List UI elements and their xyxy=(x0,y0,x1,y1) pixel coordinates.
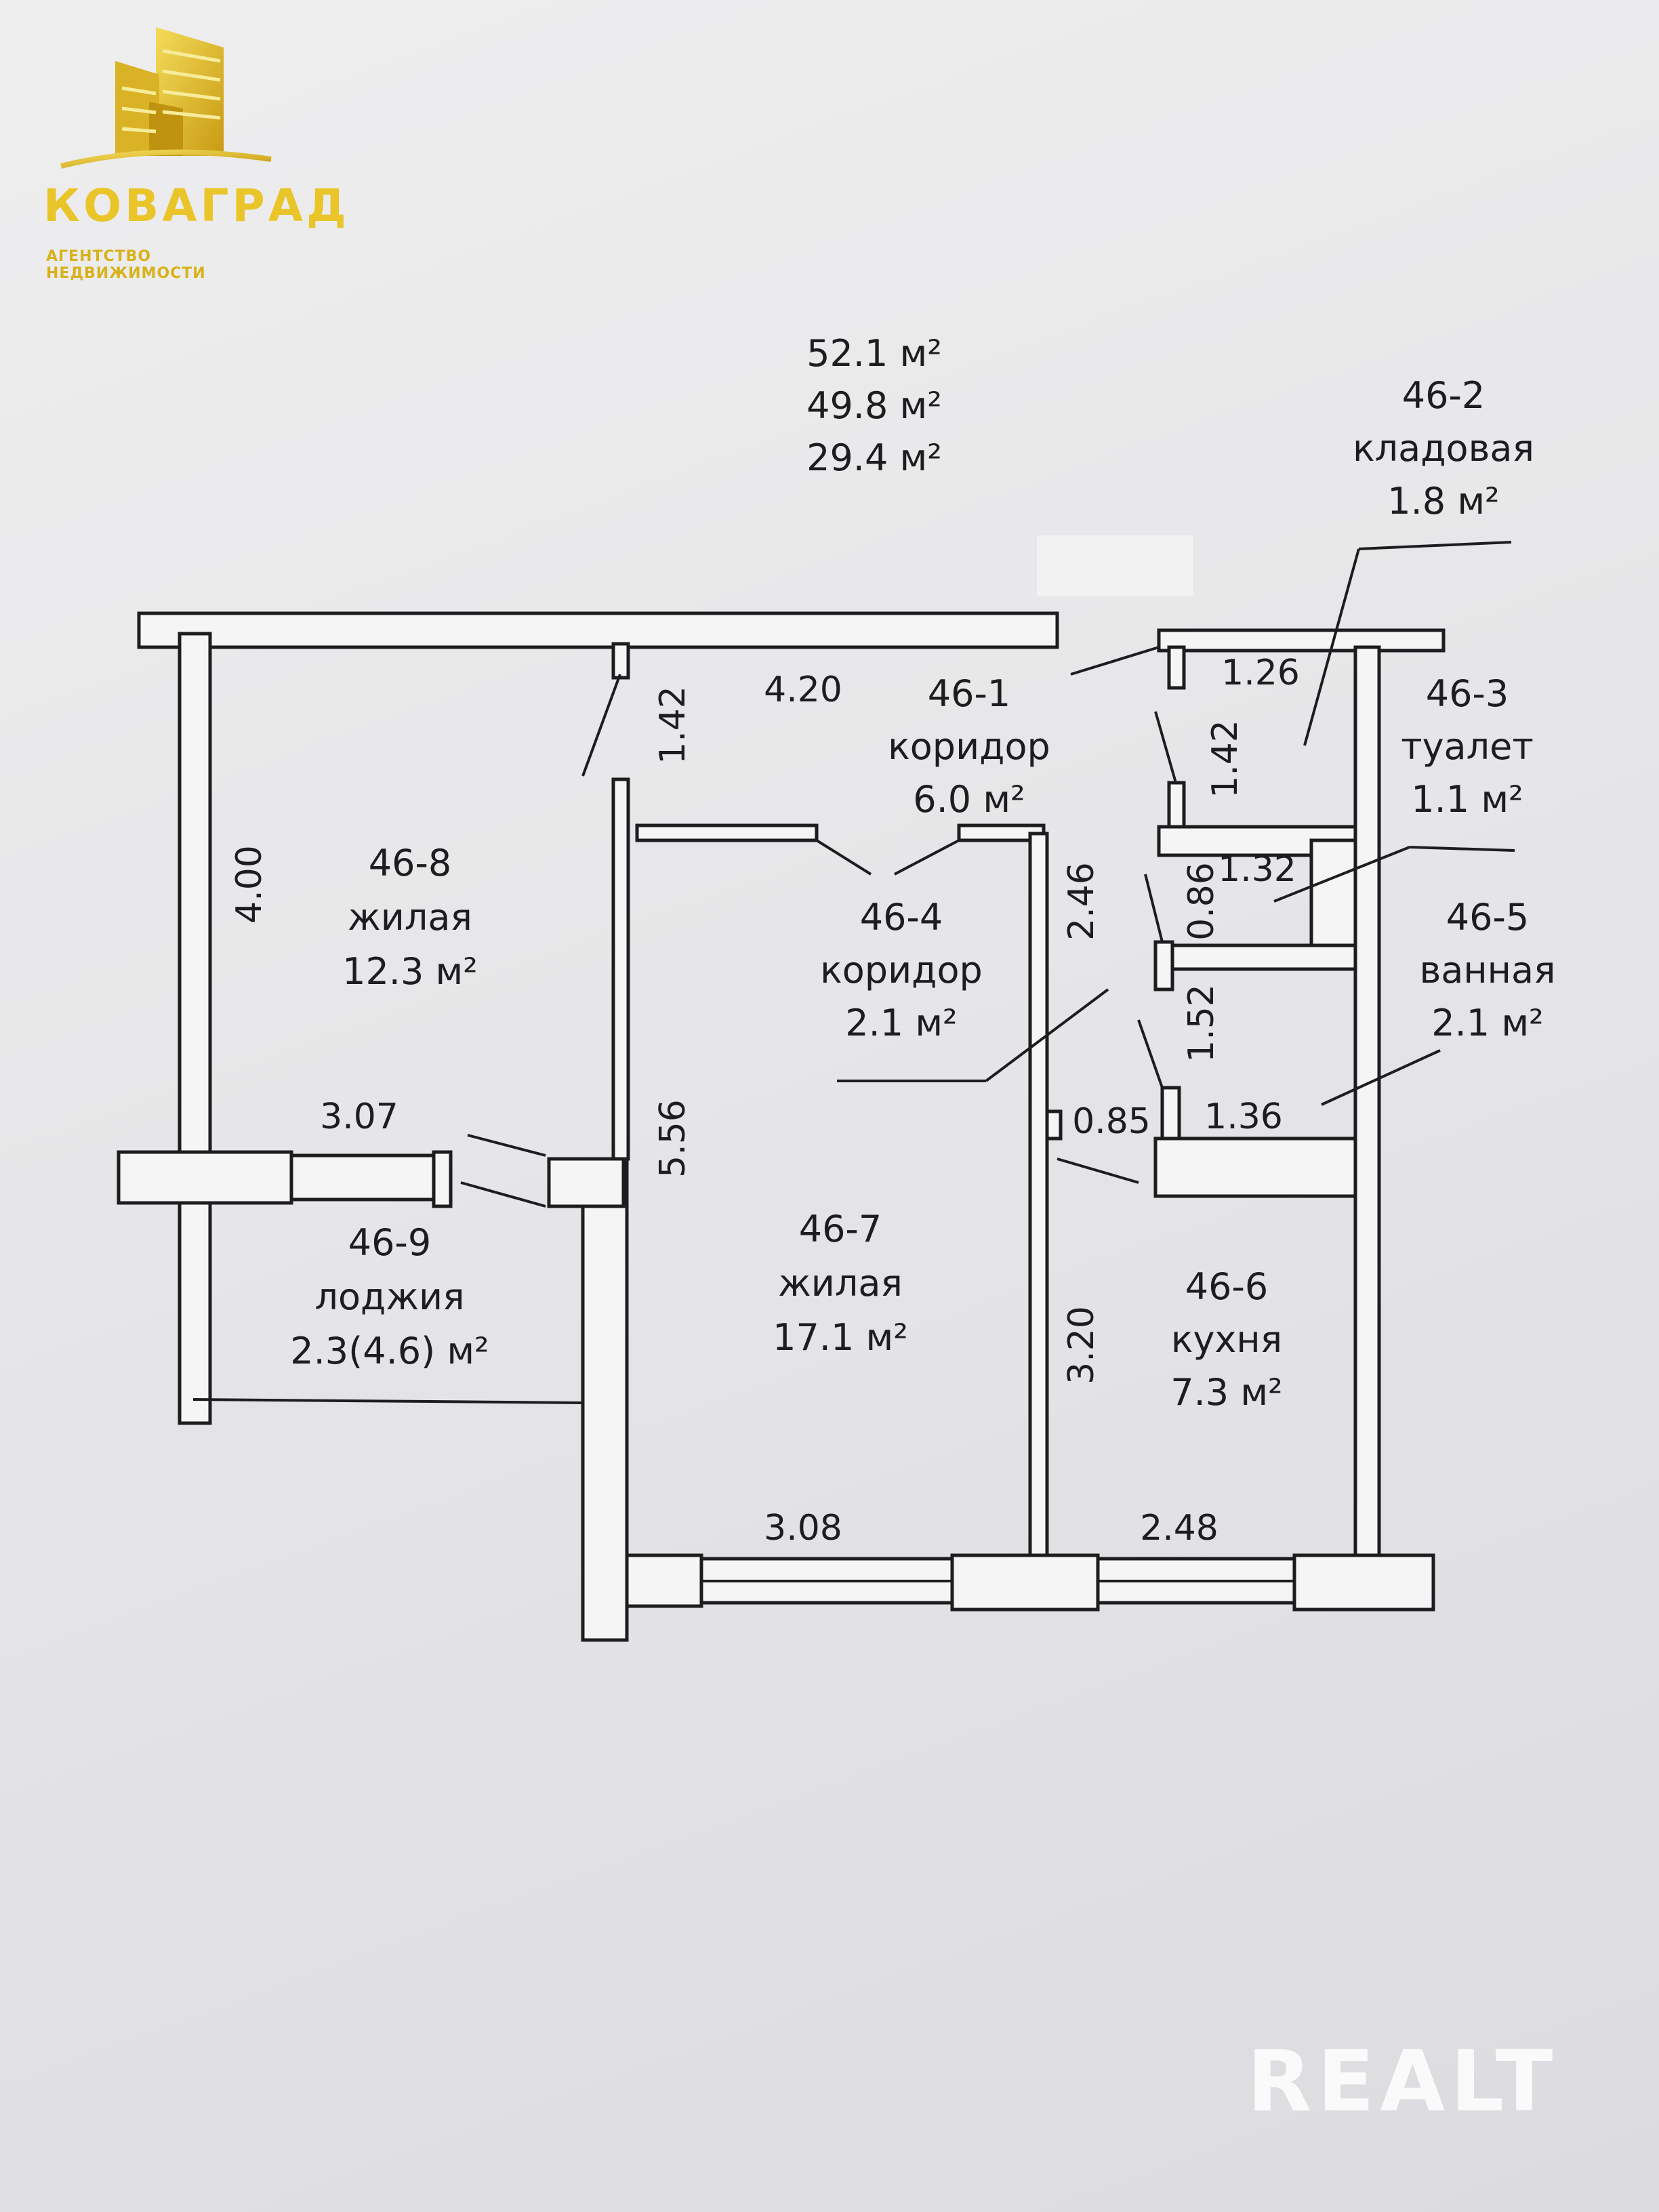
building-icon xyxy=(60,27,272,169)
loggia-cap xyxy=(547,1157,626,1208)
redacted-area xyxy=(1037,535,1193,596)
leader-line xyxy=(1321,1049,1441,1106)
dimension-label: 0.85 xyxy=(1072,1101,1151,1142)
dimension-label: 1.52 xyxy=(1181,984,1222,1063)
dimension-label: 2.46 xyxy=(1061,862,1102,941)
loggia-window xyxy=(289,1153,436,1202)
logo-name: КОВАГРАД xyxy=(43,180,350,232)
wall-notch xyxy=(1045,1109,1063,1141)
dimension-label: 2.48 xyxy=(1140,1508,1218,1549)
room-name: кухня xyxy=(1171,1318,1282,1361)
room-name: жилая xyxy=(348,896,472,939)
bath-top-wall xyxy=(1157,943,1357,971)
storage-wall xyxy=(1167,645,1186,690)
top-wall-right xyxy=(1157,628,1446,653)
dimension-label: 0.86 xyxy=(1181,862,1222,941)
room-area: 2.3(4.6) м² xyxy=(290,1330,489,1372)
logo-subtitle: АГЕНТСТВО НЕДВИЖИМОСТИ xyxy=(46,248,206,282)
door-swing xyxy=(815,839,872,876)
room-area: 6.0 м² xyxy=(913,778,1025,821)
leader-line xyxy=(1057,1158,1139,1184)
dimension-label: 3.07 xyxy=(320,1097,398,1137)
agency-logo: КОВАГРАД АГЕНТСТВО НЕДВИЖИМОСТИ xyxy=(20,20,346,282)
dimension-label: 1.42 xyxy=(1205,720,1246,798)
leader-line xyxy=(1273,846,1410,903)
room-id: 46-8 xyxy=(369,842,452,884)
dimension-label: 4.00 xyxy=(229,845,270,924)
room-id: 46-5 xyxy=(1446,896,1530,939)
dimension-label: 3.20 xyxy=(1061,1306,1102,1385)
total-area: 52.1 м² xyxy=(806,332,942,375)
door-swing xyxy=(1144,874,1164,943)
leader-line xyxy=(1358,541,1512,550)
toilet-side-wall xyxy=(1309,838,1357,951)
bath-wall xyxy=(1153,940,1174,991)
bottom-wall-block xyxy=(625,1553,703,1608)
dimension-label: 1.42 xyxy=(653,686,693,764)
dimension-label: 5.56 xyxy=(653,1099,693,1178)
room-id: 46-3 xyxy=(1426,672,1509,715)
room-id: 46-7 xyxy=(799,1208,882,1250)
room-id: 46-2 xyxy=(1402,374,1486,417)
corridor-partition-left xyxy=(635,823,819,842)
leader-line xyxy=(467,1134,546,1157)
room-area: 7.3 м² xyxy=(1170,1371,1282,1414)
right-wall xyxy=(1353,645,1381,1557)
dimension-label: 1.32 xyxy=(1218,849,1296,890)
room-name: туалет xyxy=(1401,725,1534,768)
door-swing xyxy=(894,839,960,876)
door-swing xyxy=(1070,646,1160,676)
door-swing xyxy=(581,674,621,777)
bottom-wall-block xyxy=(950,1553,1100,1612)
dimension-label: 3.08 xyxy=(764,1508,842,1549)
leader-line xyxy=(1409,846,1515,852)
top-wall xyxy=(137,611,1059,649)
dimension-label: 1.36 xyxy=(1204,1097,1283,1137)
room-name: кладовая xyxy=(1353,427,1534,470)
bath-wall xyxy=(1160,1086,1181,1144)
room-id: 46-6 xyxy=(1185,1265,1269,1308)
partition-wall xyxy=(611,777,630,1161)
room-area: 17.1 м² xyxy=(773,1316,908,1359)
left-wall xyxy=(178,632,212,1425)
watermark: REALT xyxy=(1247,2033,1559,2131)
general-area: 49.8 м² xyxy=(806,384,942,427)
room-id: 46-9 xyxy=(348,1221,432,1264)
room-name: коридор xyxy=(820,949,983,991)
door-swing xyxy=(1137,1019,1164,1088)
loggia-block xyxy=(117,1150,293,1205)
room-name: коридор xyxy=(888,725,1050,768)
room-name: жилая xyxy=(778,1262,903,1305)
living-area: 29.4 м² xyxy=(806,436,942,479)
loggia-window-end xyxy=(432,1150,453,1208)
room-id: 46-1 xyxy=(928,672,1011,715)
bath-bottom-wall xyxy=(1153,1136,1357,1198)
room-area: 2.1 м² xyxy=(1431,1002,1543,1044)
storage-wall xyxy=(1167,781,1186,829)
leader-line xyxy=(460,1181,546,1208)
wall-stub xyxy=(611,642,630,680)
room-area: 12.3 м² xyxy=(342,950,478,993)
bottom-wall-block xyxy=(1292,1553,1435,1612)
dimension-label: 1.26 xyxy=(1221,653,1300,693)
inner-wall xyxy=(1028,832,1049,1561)
leader-line xyxy=(1303,548,1360,746)
room-name: лоджия xyxy=(314,1275,464,1318)
door-swing xyxy=(1154,711,1177,783)
room-name: ванная xyxy=(1419,949,1555,991)
dimension-label: 4.20 xyxy=(764,670,842,710)
room-area: 1.1 м² xyxy=(1411,778,1523,821)
room-area: 2.1 м² xyxy=(845,1002,957,1044)
room-area: 1.8 м² xyxy=(1387,480,1499,523)
loggia-column xyxy=(581,1157,629,1642)
room-id: 46-4 xyxy=(860,896,943,939)
loggia-edge xyxy=(192,1398,583,1404)
leader-line xyxy=(985,988,1109,1082)
